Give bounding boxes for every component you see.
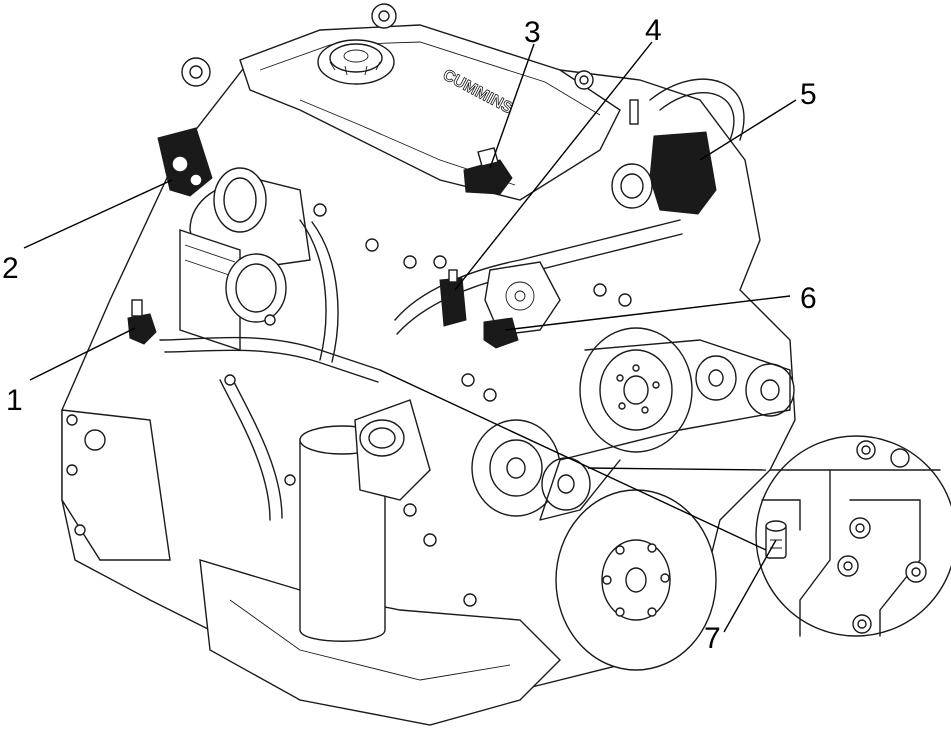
leader-5 — [699, 99, 797, 161]
callout-3: 3 — [524, 16, 541, 49]
crankshaft-damper — [555, 489, 717, 671]
lifting-eye-left — [181, 57, 211, 87]
callout-6: 6 — [800, 282, 817, 315]
callout-labels: 1 2 3 4 5 6 7 — [2, 14, 817, 655]
intake-elbow — [179, 167, 311, 351]
callout-1: 1 — [6, 384, 23, 417]
idler-pulley — [541, 457, 591, 511]
leader-7 — [723, 539, 777, 633]
inset-connector-2 — [587, 467, 767, 471]
sensor-1-crank-position — [127, 299, 157, 345]
leader-4 — [454, 41, 653, 291]
lifting-eye-top — [371, 3, 397, 29]
turbo-outlet — [225, 253, 287, 323]
flywheel-housing — [61, 409, 171, 561]
alternator-pulley — [695, 355, 795, 417]
lifting-eye-right — [574, 70, 594, 90]
leader-lines — [23, 41, 797, 633]
bolts — [224, 203, 632, 607]
sensor-6-fuel-metering — [483, 317, 519, 349]
leader-1 — [29, 327, 136, 381]
inset-connector-1 — [379, 369, 767, 551]
sensor-3-cam-position — [463, 147, 513, 195]
leader-2 — [23, 179, 173, 249]
callout-7: 7 — [704, 622, 721, 655]
fuel-pump — [484, 261, 561, 336]
pipes — [159, 78, 745, 521]
callout-2: 2 — [2, 252, 19, 285]
leader-3 — [489, 43, 535, 169]
fan-pulley — [579, 327, 693, 453]
leader-6 — [504, 295, 791, 331]
callout-5: 5 — [800, 78, 817, 111]
detail-inset — [755, 435, 951, 637]
drive-belt — [539, 339, 791, 521]
sensor-5-egr-valve — [611, 99, 717, 215]
callout-4: 4 — [645, 14, 662, 47]
thermostat-housing — [354, 399, 431, 501]
sensor-4-fuel-pressure — [439, 269, 467, 327]
